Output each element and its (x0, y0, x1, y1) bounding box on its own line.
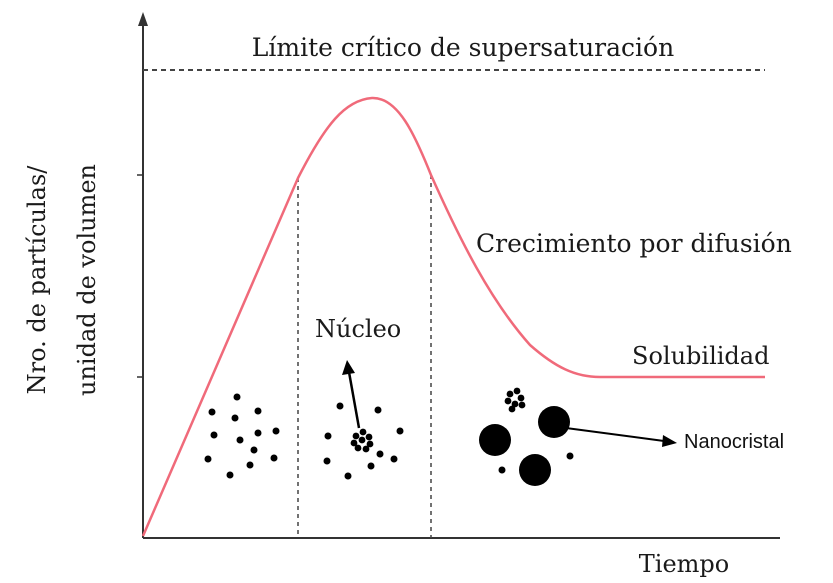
nanocrystal-particles (479, 406, 574, 486)
nucleus-cluster (350, 428, 374, 453)
nucleation-particles (323, 402, 404, 480)
monomer-particles (204, 393, 280, 479)
nanocrystal-label: Nanocristal (684, 431, 784, 453)
growth-label: Crecimiento por difusión (476, 229, 792, 258)
x-axis-label: Tiempo (639, 550, 729, 578)
concentration-curve (141, 96, 765, 537)
axes (137, 12, 780, 539)
solubility-label: Solubilidad (632, 342, 769, 370)
small-cluster (504, 387, 526, 413)
y-axis-arrowhead (138, 12, 148, 26)
nucleus-arrow (342, 360, 361, 429)
title: Límite crítico de supersaturación (252, 33, 674, 62)
nucleus-label: Núcleo (315, 315, 401, 343)
y-axis-label-line1: Nro. de partículas/ (23, 165, 51, 395)
nanocrystal-arrow (565, 427, 677, 447)
y-axis-label-line2: unidad de volumen (73, 164, 101, 396)
y-axis-label: Nro. de partículas/ unidad de volumen (23, 164, 101, 396)
